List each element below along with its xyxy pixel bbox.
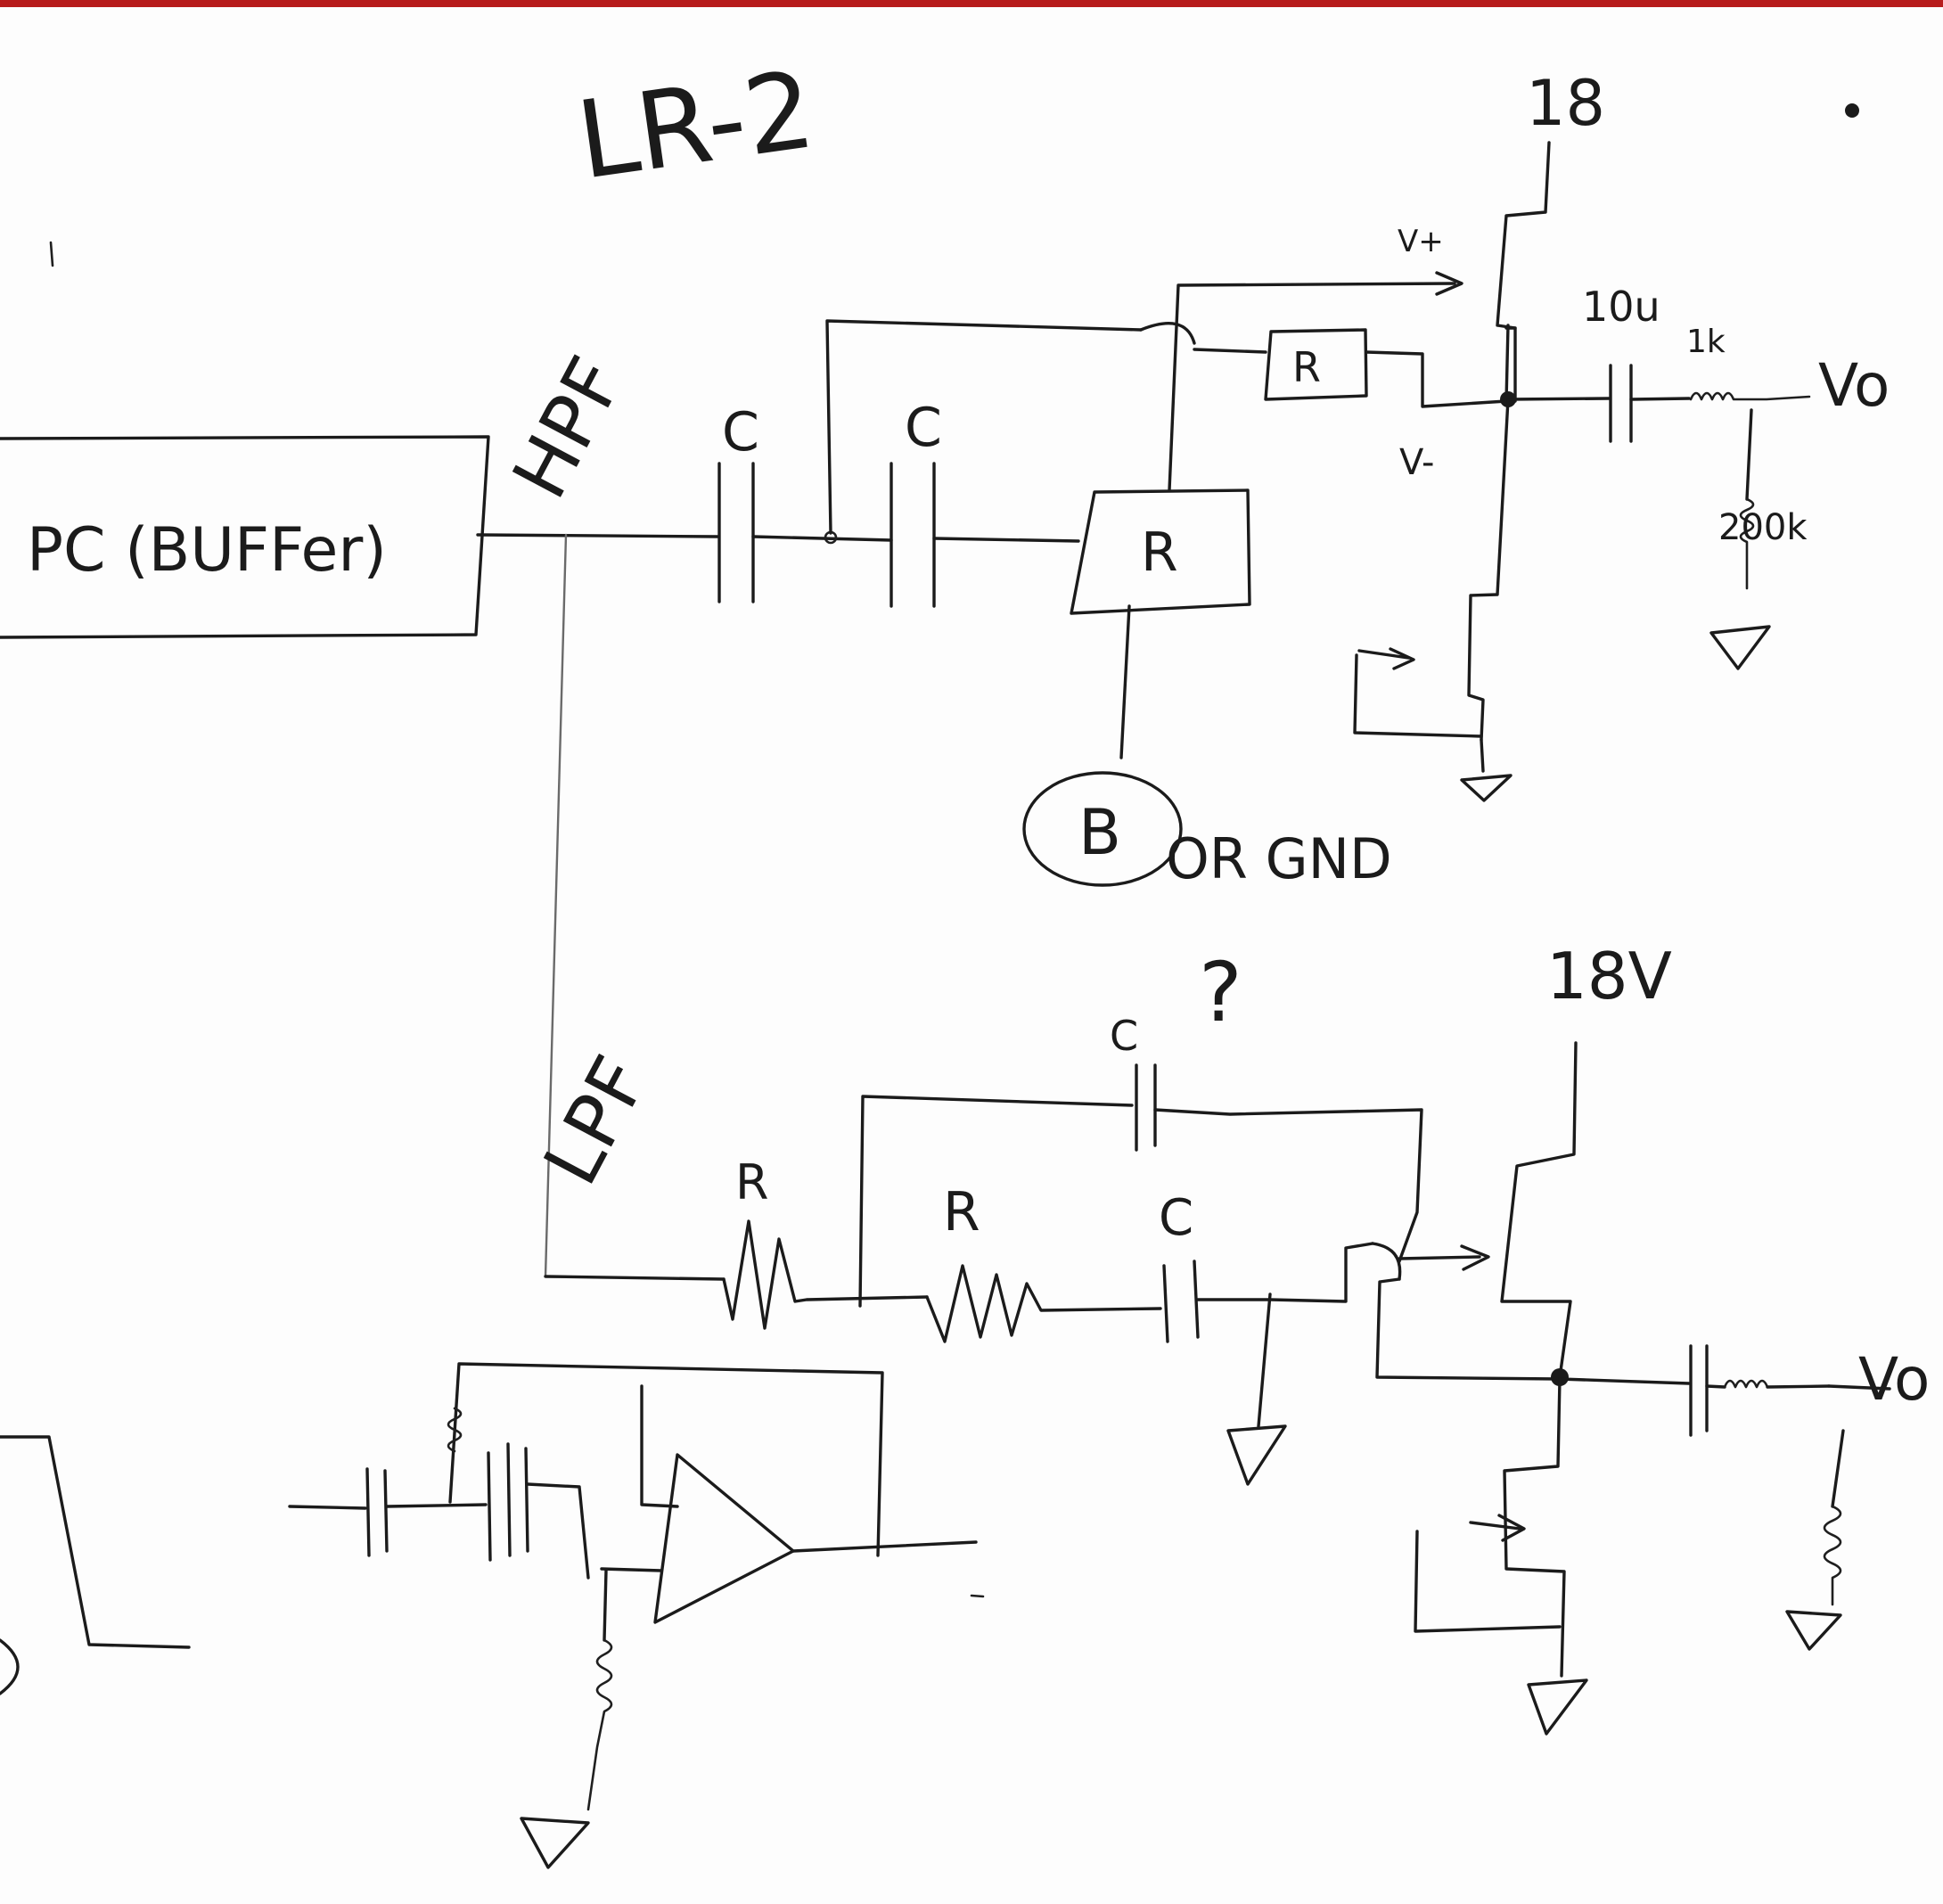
paper-edge <box>0 0 1943 7</box>
hpf-vout-label: Vo <box>1818 351 1890 420</box>
hpf-cap1-label: C <box>722 401 759 464</box>
lpf-supply-label: 18V <box>1546 939 1672 1014</box>
buffer-block: PC (BUFFer) <box>0 435 490 639</box>
hpf-supply-label: 18 <box>1526 67 1605 140</box>
bias-node: B <box>1022 771 1183 887</box>
or-gnd-label: OR GND <box>1166 826 1392 891</box>
hpf-res-200k-label: 200k <box>1718 507 1808 548</box>
hpf-res-1k-label: 1k <box>1686 324 1726 360</box>
lpf-network <box>544 1063 1562 1486</box>
stray-dot <box>1845 103 1859 118</box>
lpf-vout-label: Vo <box>1858 1345 1930 1414</box>
bias-node-label: B <box>1078 796 1121 869</box>
question-mark: ? <box>1199 945 1242 1040</box>
lpf-feedback-cap-label: C <box>1110 1012 1138 1060</box>
hpf-network <box>476 271 1508 759</box>
hpf-vminus-label: V- <box>1399 442 1434 483</box>
buffer-label: PC (BUFFer) <box>27 515 387 586</box>
title-label: LR-2 <box>570 48 822 204</box>
hpf-output-stage: 18 <box>1353 67 1811 802</box>
hpf-cap2-label: C <box>905 397 942 459</box>
stray-mark <box>49 241 54 267</box>
lpf-res2-label: R <box>943 1181 980 1243</box>
lpf-output-stage: 18V <box>1414 939 1891 1736</box>
lpf-cap-label: C <box>1159 1189 1193 1247</box>
hpf-cap-10u-label: 10u <box>1582 283 1660 331</box>
hpf-small-res-label: R <box>1292 343 1321 391</box>
opamp-sketch <box>0 1362 985 1869</box>
lpf-res1-label: R <box>735 1154 769 1211</box>
hpf-res-label: R <box>1141 521 1178 584</box>
hpf-vplus-label: V+ <box>1398 224 1444 259</box>
hpf-label: HPF <box>496 343 641 512</box>
